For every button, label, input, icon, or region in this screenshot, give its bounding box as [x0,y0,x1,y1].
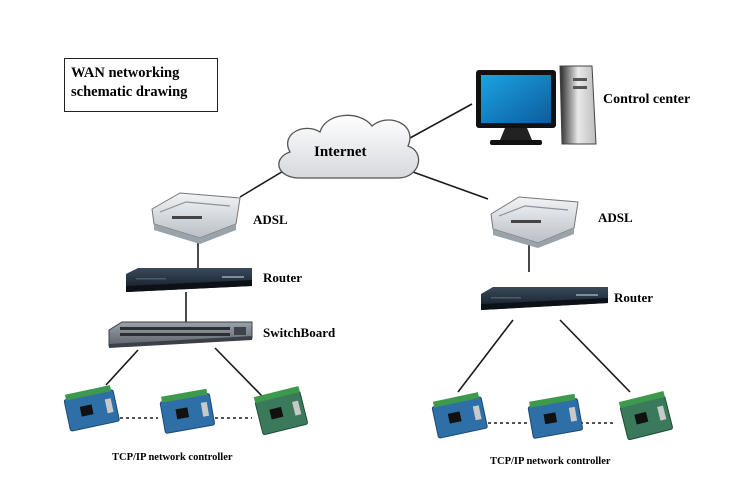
dashed-links [120,417,615,424]
left-controller-2-icon [159,388,215,434]
computer-icon [476,65,597,145]
diagram-title-line2: schematic drawing [71,84,188,100]
diagram-title-box: WAN networking schematic drawing [64,58,218,112]
right-adsl-label: ADSL [598,210,633,225]
link-switch-ctrl3 [214,347,263,397]
left-controllers-label: TCP/IP network controller [112,452,233,463]
link-internet-left-adsl [239,169,286,198]
switchboard-icon [108,321,253,348]
right-controller-3-icon [618,391,673,441]
connection-lines [105,103,631,397]
link-internet-right-adsl [412,171,489,200]
right-router-label: Router [614,290,653,305]
left-adsl-modem-icon [151,192,241,244]
left-controller-3-icon [253,386,308,436]
link-right-router-ctrl1 [457,319,514,393]
internet-cloud-icon [278,114,420,179]
internet-label: Internet [314,144,367,160]
diagram-title-line1: WAN networking [71,65,180,81]
switchboard-label: SwitchBoard [263,325,336,340]
right-router-icon [481,287,608,310]
right-controllers-label: TCP/IP network controller [490,456,611,467]
right-controller-2-icon [527,393,583,439]
right-controller-1-icon [431,392,488,439]
left-controller-1-icon [63,385,120,432]
link-right-router-ctrl3 [559,319,631,393]
link-switch-ctrl1 [105,349,139,386]
control-center-label: Control center [603,92,691,107]
link-internet-control [409,103,473,139]
right-adsl-modem-icon [490,196,579,248]
left-router-icon [126,268,252,292]
left-router-label: Router [263,270,302,285]
left-adsl-label: ADSL [253,212,288,227]
